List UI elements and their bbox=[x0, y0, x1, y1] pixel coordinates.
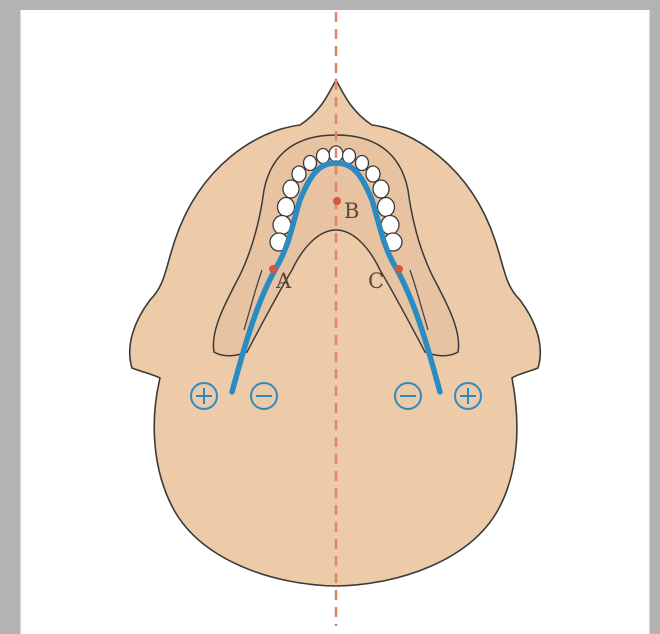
tooth bbox=[356, 156, 369, 171]
tooth bbox=[292, 166, 306, 182]
marker-c bbox=[395, 265, 403, 273]
tooth bbox=[278, 198, 295, 217]
label-b: B bbox=[344, 199, 359, 223]
label-a: A bbox=[275, 269, 292, 293]
label-c: C bbox=[368, 269, 384, 293]
tooth bbox=[317, 149, 330, 164]
tooth bbox=[304, 156, 317, 171]
tooth bbox=[373, 180, 389, 198]
tooth bbox=[366, 166, 380, 182]
tooth bbox=[343, 149, 356, 164]
tooth bbox=[378, 198, 395, 217]
tooth bbox=[283, 180, 299, 198]
marker-b bbox=[333, 197, 341, 205]
